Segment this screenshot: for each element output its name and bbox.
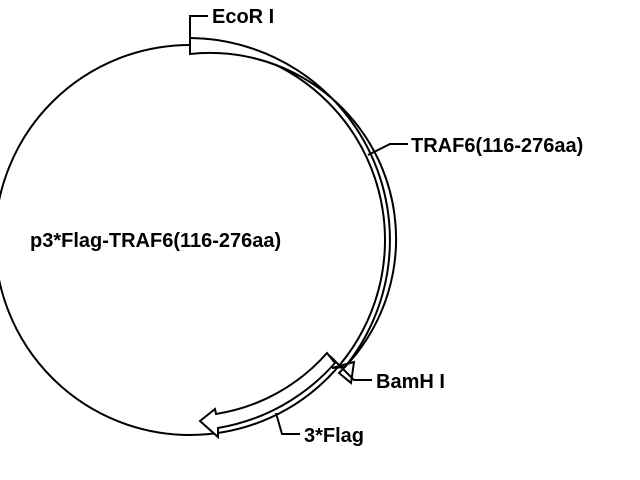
traf6-feature-label: TRAF6(116-276aa) [411, 135, 583, 157]
ecor1-leader-line [189, 15, 208, 48]
bamh1-site-label: BamH I [376, 371, 445, 393]
flag-tag-label: 3*Flag [304, 425, 364, 447]
traf6-leader-line [367, 143, 408, 156]
bamh1-leader-line [329, 355, 372, 381]
ecor1-site-label: EcoR I [212, 6, 274, 28]
plasmid-name-label: p3*Flag-TRAF6(116-276aa) [30, 230, 281, 252]
flag-tag-arrow [198, 351, 337, 440]
flag-leader-line [275, 412, 300, 435]
traf6-feature-arrow [189, 36, 398, 385]
